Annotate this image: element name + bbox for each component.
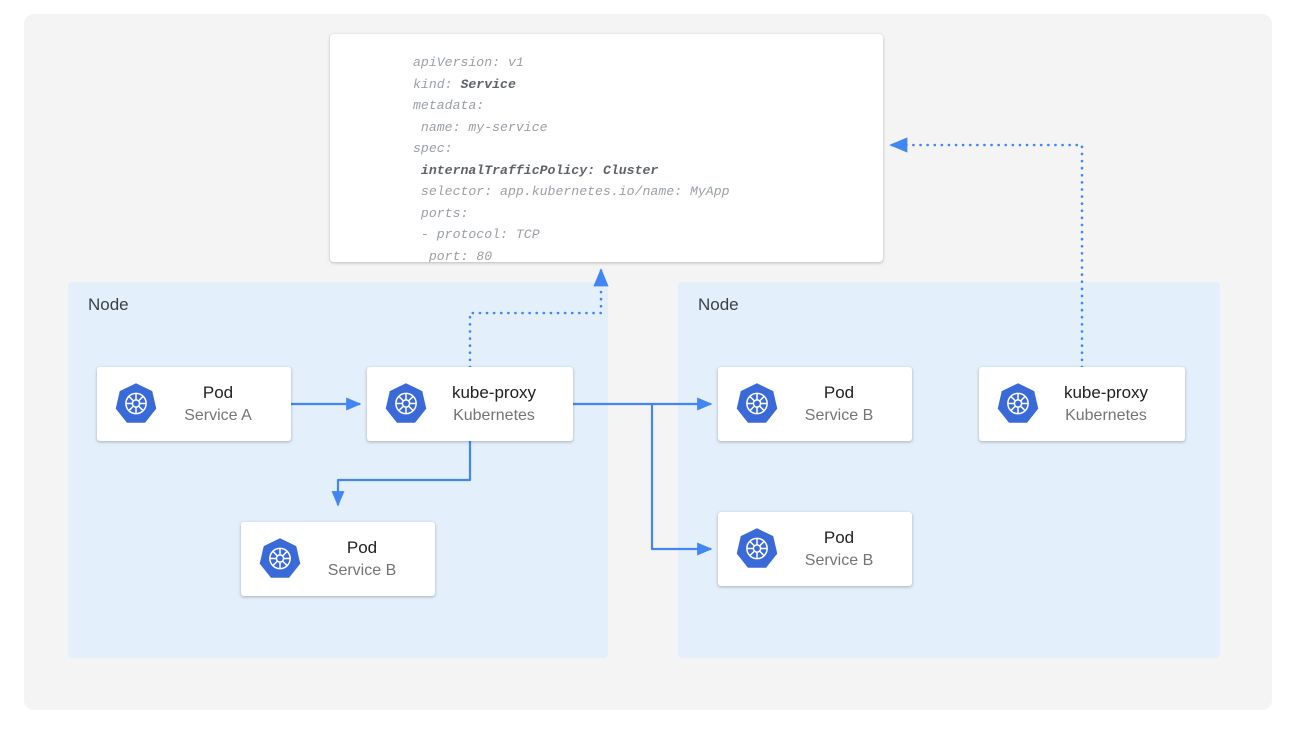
card-text-pod-service-b-local: Pod Service B: [303, 537, 435, 581]
kubernetes-logo-icon: [113, 381, 159, 427]
yaml-line: metadata:: [413, 98, 485, 113]
card-text-kube-proxy-left: kube-proxy Kubernetes: [429, 382, 573, 426]
yaml-line: name: my-service: [413, 119, 548, 135]
kubernetes-logo-icon: [995, 381, 1041, 427]
yaml-line: selector: app.kubernetes.io/name: MyApp: [413, 184, 730, 199]
card-text-pod-service-b-bottom: Pod Service B: [780, 527, 912, 571]
card-pod-service-a[interactable]: Pod Service A: [97, 367, 291, 441]
kubernetes-logo-icon: [734, 381, 780, 427]
yaml-emphasis: internalTrafficPolicy: Cluster: [420, 162, 659, 178]
yaml-line: port: 80: [413, 248, 493, 263]
card-subtitle: Service A: [184, 406, 252, 424]
card-title: kube-proxy: [1063, 383, 1149, 403]
card-text-pod-service-b-top: Pod Service B: [780, 382, 912, 426]
node-label-right: Node: [698, 295, 739, 314]
card-title: Pod: [823, 528, 855, 548]
card-kube-proxy-right[interactable]: kube-proxy Kubernetes: [979, 367, 1185, 441]
kubernetes-logo-icon: [383, 381, 429, 427]
card-title: Pod: [346, 538, 378, 558]
card-subtitle: Service B: [327, 561, 397, 579]
card-pod-service-b-top[interactable]: Pod Service B: [718, 367, 912, 441]
yaml-line: - protocol: TCP: [413, 227, 540, 242]
yaml-line: spec:: [413, 141, 453, 156]
yaml-line: ports:: [413, 205, 469, 221]
card-subtitle: Kubernetes: [1065, 406, 1147, 424]
card-text-pod-service-a: Pod Service A: [159, 382, 291, 426]
card-pod-service-b-bottom[interactable]: Pod Service B: [718, 512, 912, 586]
node-label-left: Node: [88, 295, 129, 314]
kubernetes-logo-icon: [734, 526, 780, 572]
service-manifest-code: apiVersion: v1 kind: Service metadata: nam…: [413, 52, 730, 262]
card-title: Pod: [202, 383, 234, 403]
card-text-kube-proxy-right: kube-proxy Kubernetes: [1041, 382, 1185, 426]
yaml-line: apiVersion: v1: [413, 55, 524, 70]
node-container-left: Node: [68, 282, 608, 658]
card-pod-service-b-local[interactable]: Pod Service B: [241, 522, 435, 596]
card-subtitle: Kubernetes: [453, 406, 535, 424]
kubernetes-logo-icon: [257, 536, 303, 582]
card-title: kube-proxy: [451, 383, 537, 403]
card-subtitle: Service B: [804, 406, 874, 424]
card-subtitle: Service B: [804, 551, 874, 569]
card-kube-proxy-left[interactable]: kube-proxy Kubernetes: [367, 367, 573, 441]
yaml-line: internalTrafficPolicy: Cluster: [413, 160, 730, 182]
service-manifest-card: apiVersion: v1 kind: Service metadata: nam…: [330, 34, 883, 262]
node-container-right: Node: [678, 282, 1220, 658]
yaml-line: kind: Service: [413, 76, 516, 92]
card-title: Pod: [823, 383, 855, 403]
yaml-emphasis: Service: [460, 76, 516, 92]
